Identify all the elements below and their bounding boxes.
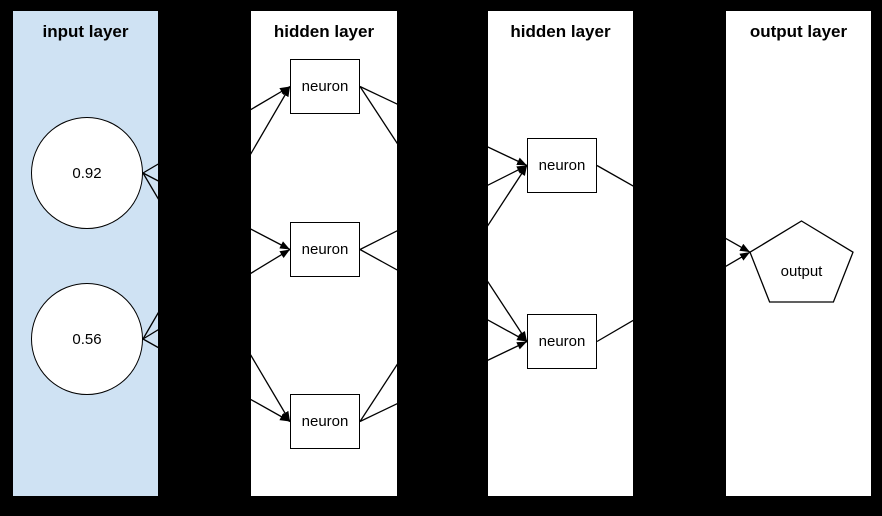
panel-input-layer: input layer: [13, 11, 158, 496]
input-node-1-value: 0.92: [72, 164, 102, 182]
input-node-1: 0.92: [31, 117, 143, 229]
hidden1-neuron-1: neuron: [290, 59, 360, 114]
hidden1-neuron-2-label: neuron: [301, 241, 349, 258]
hidden2-neuron-1: neuron: [527, 138, 597, 193]
input-layer-title: input layer: [42, 22, 129, 41]
hidden2-neuron-1-label: neuron: [538, 157, 586, 174]
hidden1-neuron-3: neuron: [290, 394, 360, 449]
hidden1-neuron-2: neuron: [290, 222, 360, 277]
input-node-2-value: 0.56: [72, 330, 102, 348]
output-node-label: output: [780, 263, 823, 280]
panel-hidden-layer-2: hidden layer: [488, 11, 633, 496]
pentagon-shape-icon: [749, 220, 854, 303]
hidden-layer-2-title: hidden layer: [510, 22, 611, 41]
hidden2-neuron-2: neuron: [527, 314, 597, 369]
input-node-2: 0.56: [31, 283, 143, 395]
hidden2-neuron-2-label: neuron: [538, 333, 586, 350]
hidden1-neuron-1-label: neuron: [301, 78, 349, 95]
hidden1-neuron-3-label: neuron: [301, 413, 349, 430]
hidden-layer-1-title: hidden layer: [273, 22, 375, 41]
output-node: output: [749, 220, 854, 303]
output-layer-title: output layer: [749, 22, 848, 41]
